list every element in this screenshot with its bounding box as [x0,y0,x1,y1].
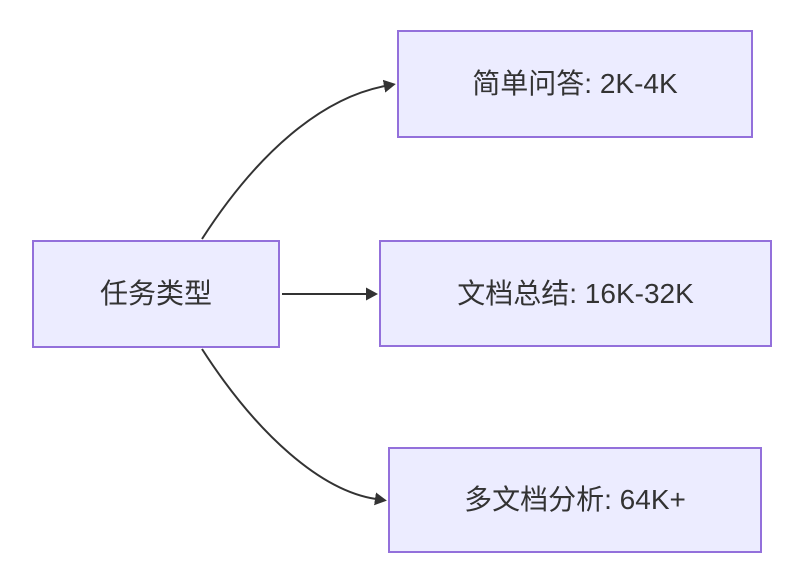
node-multi-doc-analysis-label: 多文档分析: 64K+ [464,484,686,516]
node-task-type: 任务类型 [32,240,280,348]
edge-root-to-simple-qa [201,79,396,240]
node-task-type-label: 任务类型 [99,278,212,310]
edge-root-to-multi-doc [201,348,387,506]
node-doc-summary-label: 文档总结: 16K-32K [457,277,694,309]
node-doc-summary: 文档总结: 16K-32K [379,240,772,347]
node-multi-doc-analysis: 多文档分析: 64K+ [388,447,762,553]
node-simple-qa-label: 简单问答: 2K-4K [472,68,678,100]
node-simple-qa: 简单问答: 2K-4K [397,30,753,138]
